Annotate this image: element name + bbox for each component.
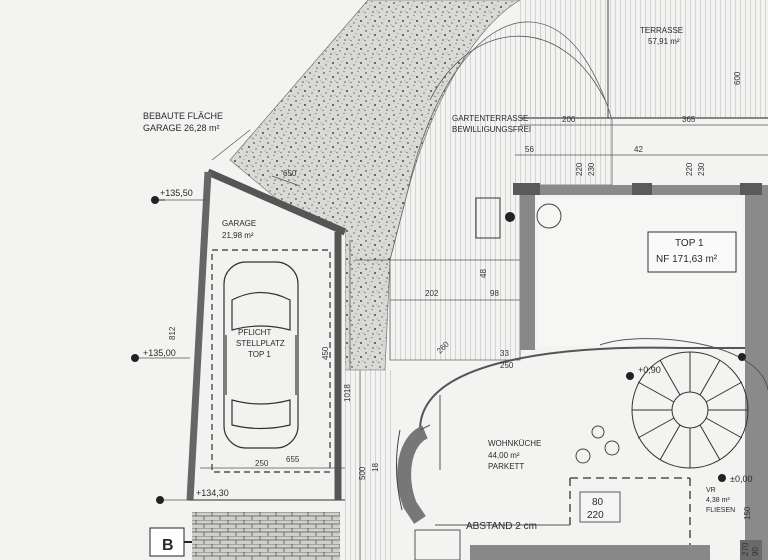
paving bbox=[192, 512, 340, 560]
dimension-label: 250 bbox=[255, 459, 269, 468]
vr-label: VR bbox=[706, 487, 716, 494]
bebaute-flaeche-area: GARAGE 26,28 m² bbox=[143, 123, 220, 133]
elevation-marker bbox=[718, 474, 726, 482]
door-tag bbox=[579, 491, 621, 523]
round-table bbox=[536, 203, 562, 229]
door-width: 80 bbox=[592, 497, 604, 508]
column bbox=[740, 183, 762, 195]
dimension-label: 450 bbox=[321, 346, 330, 360]
gartenterrasse-label: GARTENTERRASSE bbox=[452, 114, 528, 123]
elevation-label: ±0,00 bbox=[730, 474, 752, 484]
dimension-label: 42 bbox=[634, 145, 643, 154]
stellplatz-top-label: TOP 1 bbox=[248, 350, 271, 359]
dimension-label: 56 bbox=[525, 145, 534, 154]
dimension-label: 98 bbox=[490, 289, 499, 298]
section-marker bbox=[149, 527, 185, 557]
wohnkueche-label: WOHNKÜCHE bbox=[488, 439, 541, 448]
garden-terrace bbox=[389, 21, 613, 361]
elevation-label: +135,50 bbox=[160, 188, 193, 198]
bay-wall bbox=[419, 346, 745, 431]
abstand-label: ABSTAND 2 cm bbox=[466, 521, 537, 532]
spiral-stair bbox=[631, 351, 749, 469]
wohnkueche-floor: PARKETT bbox=[488, 462, 524, 471]
garage-label: GARAGE bbox=[222, 219, 256, 228]
dimension-label: 150 bbox=[743, 506, 752, 520]
elevation-marker bbox=[156, 496, 164, 504]
terrasse-area: 57,91 m² bbox=[648, 37, 680, 46]
pflicht-label: PFLICHT bbox=[238, 328, 271, 337]
top1-area: NF 171,63 m² bbox=[656, 254, 718, 265]
south-wall bbox=[470, 545, 710, 560]
bay-window-wall bbox=[397, 425, 429, 524]
dimension-label: 812 bbox=[168, 326, 177, 340]
bay-window-inner bbox=[395, 429, 403, 511]
dimension-label: 650 bbox=[283, 169, 297, 178]
top1-title: TOP 1 bbox=[675, 238, 704, 249]
dimension-label: 365 bbox=[682, 115, 696, 124]
vr-area: 4,38 m² bbox=[706, 497, 730, 504]
terrasse-title: TERRASSE bbox=[640, 26, 683, 35]
column bbox=[740, 540, 762, 560]
garage-area: 21,98 m² bbox=[222, 231, 254, 240]
column bbox=[513, 183, 540, 195]
wohnkueche-area: 44,00 m² bbox=[488, 451, 520, 460]
column bbox=[632, 183, 652, 195]
bay-dividers bbox=[419, 395, 441, 470]
dimension-label: 202 bbox=[425, 289, 439, 298]
elevation-label: +0,90 bbox=[638, 365, 661, 375]
dimension-label: 230 bbox=[697, 162, 706, 176]
garage-north-wall bbox=[206, 168, 347, 236]
fixture-dot bbox=[505, 212, 515, 222]
garage-floor bbox=[188, 172, 345, 500]
elevation-marker bbox=[151, 196, 165, 204]
garage-west-wall bbox=[186, 171, 212, 501]
dimension-label: 200 bbox=[562, 115, 576, 124]
dimension-label: 500 bbox=[358, 466, 367, 480]
gartenterrasse-note: BEWILLIGUNGSFREI bbox=[452, 125, 531, 134]
section-mark-label: B bbox=[162, 537, 174, 554]
elevation-marker bbox=[131, 354, 139, 362]
dimension-label: 600 bbox=[733, 71, 742, 85]
dimension-label: 655 bbox=[286, 455, 300, 464]
stair-guide bbox=[599, 338, 768, 391]
dimension-label: 90 bbox=[751, 547, 760, 556]
bebaute-flaeche-label: BEBAUTE FLÄCHE bbox=[143, 111, 223, 121]
side-path bbox=[345, 370, 395, 560]
dimension-label: 48 bbox=[479, 269, 488, 278]
dimension-label: 220 bbox=[575, 162, 584, 176]
elevation-marker bbox=[626, 372, 634, 380]
dimension-label: 250 bbox=[500, 361, 514, 370]
window bbox=[414, 529, 461, 560]
door-height: 220 bbox=[587, 510, 604, 521]
car-icon bbox=[223, 261, 299, 449]
dimension-label: 1018 bbox=[343, 384, 352, 402]
stellplatz-label: STELLPLATZ bbox=[236, 339, 285, 348]
dimension-label: 18 bbox=[371, 463, 380, 472]
elevation-label: +134,30 bbox=[196, 488, 229, 498]
dimension-label: 230 bbox=[587, 162, 596, 176]
garden-terrace-arc bbox=[429, 35, 606, 101]
dimension-label: 33 bbox=[500, 349, 509, 358]
vr-floor: FLIESEN bbox=[706, 507, 735, 514]
box bbox=[475, 197, 501, 239]
elevation-marker bbox=[738, 353, 746, 361]
house-west-wall bbox=[520, 185, 535, 350]
dimension-lines bbox=[135, 124, 768, 560]
dimension-label: 220 bbox=[685, 162, 694, 176]
kitchen-island bbox=[575, 425, 620, 464]
top1-label-box bbox=[647, 231, 737, 273]
dimension-label: 270 bbox=[741, 542, 750, 556]
elevation-label: +135,00 bbox=[143, 348, 176, 358]
